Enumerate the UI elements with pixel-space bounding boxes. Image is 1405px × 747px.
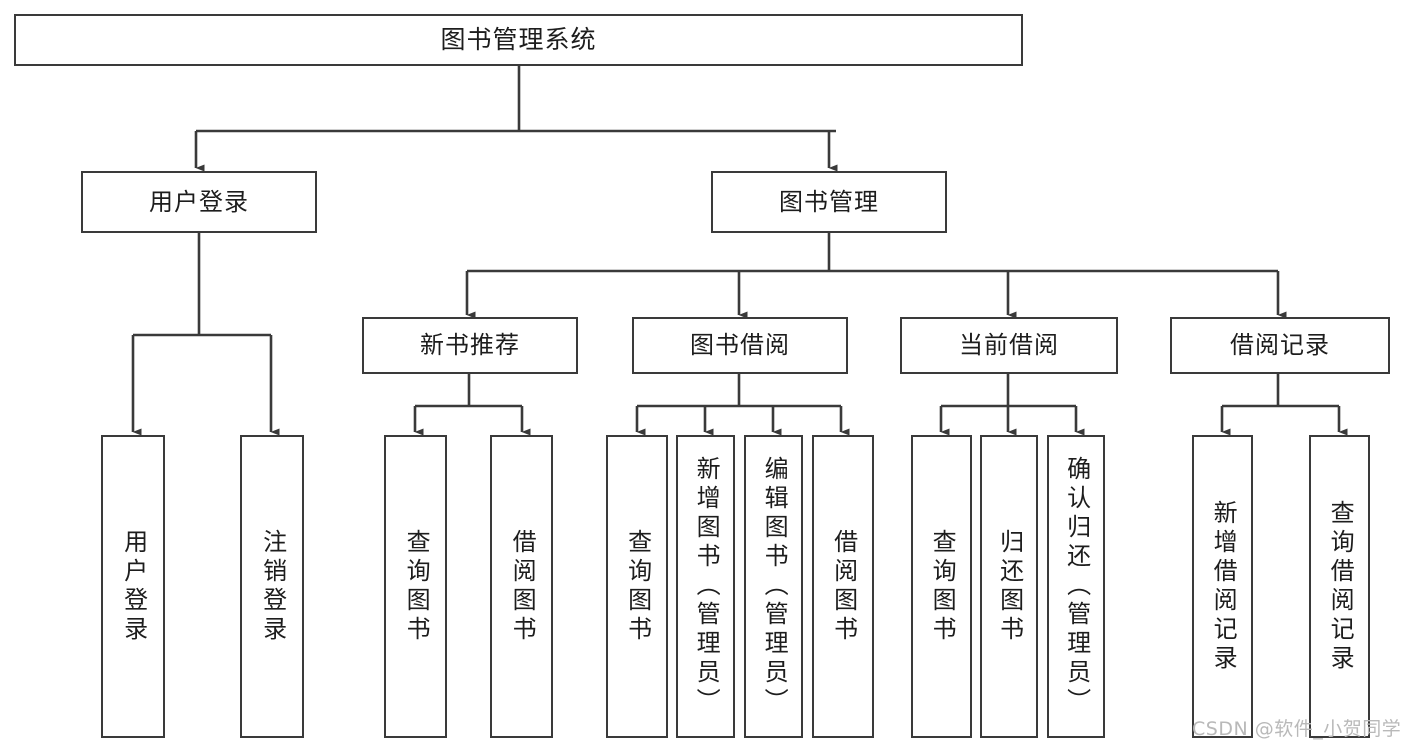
node-leaf-query-book-2[interactable]: 查询图书 xyxy=(606,435,668,738)
node-label: 注销登录 xyxy=(258,528,287,645)
node-borrow-record[interactable]: 借阅记录 xyxy=(1170,317,1390,374)
node-label: 确认归还（管理员） xyxy=(1062,456,1091,717)
node-user-login[interactable]: 用户登录 xyxy=(81,171,317,233)
node-label: 图书管理系统 xyxy=(440,25,597,55)
node-label: 查询图书 xyxy=(402,528,431,645)
node-label: 图书借阅 xyxy=(690,331,790,360)
node-label: 用户登录 xyxy=(119,528,148,645)
node-label: 新书推荐 xyxy=(420,331,520,360)
node-leaf-user-logout[interactable]: 注销登录 xyxy=(240,435,304,738)
node-label: 图书管理 xyxy=(779,187,879,216)
node-label: 编辑图书（管理员） xyxy=(760,456,789,717)
node-leaf-confirm-return[interactable]: 确认归还（管理员） xyxy=(1047,435,1105,738)
node-root-book-management-system[interactable]: 图书管理系统 xyxy=(14,14,1023,66)
node-leaf-borrow-book-1[interactable]: 借阅图书 xyxy=(490,435,553,738)
node-label: 归还图书 xyxy=(995,528,1024,645)
node-label: 用户登录 xyxy=(149,187,249,216)
node-book-borrow[interactable]: 图书借阅 xyxy=(632,317,848,374)
node-leaf-borrow-book-2[interactable]: 借阅图书 xyxy=(812,435,874,738)
node-leaf-query-record[interactable]: 查询借阅记录 xyxy=(1309,435,1370,738)
node-leaf-add-book[interactable]: 新增图书（管理员） xyxy=(676,435,735,738)
node-leaf-query-book-3[interactable]: 查询图书 xyxy=(911,435,972,738)
node-label: 新增借阅记录 xyxy=(1209,499,1238,674)
node-label: 查询图书 xyxy=(928,528,957,645)
node-leaf-edit-book[interactable]: 编辑图书（管理员） xyxy=(744,435,803,738)
node-label: 查询借阅记录 xyxy=(1326,499,1355,674)
node-leaf-query-book-1[interactable]: 查询图书 xyxy=(384,435,447,738)
node-label: 借阅图书 xyxy=(508,528,537,645)
node-label: 借阅记录 xyxy=(1230,331,1330,360)
node-label: 当前借阅 xyxy=(959,331,1059,360)
node-current-borrow[interactable]: 当前借阅 xyxy=(900,317,1118,374)
node-new-book-recommend[interactable]: 新书推荐 xyxy=(362,317,578,374)
node-leaf-user-login[interactable]: 用户登录 xyxy=(101,435,165,738)
node-label: 新增图书（管理员） xyxy=(692,456,721,717)
node-book-manage[interactable]: 图书管理 xyxy=(711,171,947,233)
node-leaf-return-book[interactable]: 归还图书 xyxy=(980,435,1038,738)
node-label: 借阅图书 xyxy=(829,528,858,645)
node-label: 查询图书 xyxy=(623,528,652,645)
node-leaf-add-record[interactable]: 新增借阅记录 xyxy=(1192,435,1253,738)
